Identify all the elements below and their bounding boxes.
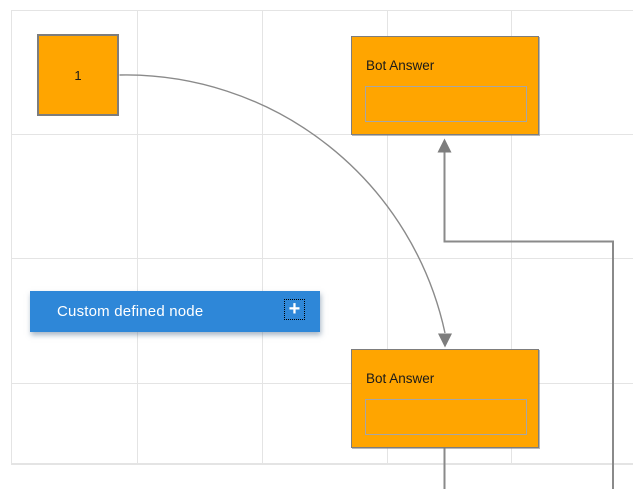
custom-node-label: Custom defined node bbox=[57, 303, 204, 320]
connector-curve-path[interactable] bbox=[119, 74, 446, 334]
node-title: Bot Answer bbox=[366, 371, 435, 386]
connector-elbow[interactable] bbox=[437, 138, 614, 489]
arrowhead-up-icon bbox=[437, 138, 452, 153]
plus-icon: + bbox=[288, 297, 301, 320]
node-bot-answer-top[interactable]: Bot Answer bbox=[351, 36, 539, 135]
custom-defined-node-button[interactable]: Custom defined node + bbox=[30, 291, 320, 332]
connector-elbow-path[interactable] bbox=[443, 152, 614, 489]
node-title: Bot Answer bbox=[366, 58, 435, 73]
answer-field[interactable] bbox=[365, 399, 527, 435]
connector-curve[interactable] bbox=[119, 74, 453, 348]
answer-field[interactable] bbox=[365, 86, 527, 122]
arrowhead-down-icon bbox=[438, 333, 452, 348]
add-node-button[interactable]: + bbox=[284, 299, 305, 320]
node-bot-answer-bottom[interactable]: Bot Answer bbox=[351, 349, 539, 448]
node-start-label: 1 bbox=[74, 67, 82, 83]
node-start[interactable]: 1 bbox=[37, 34, 119, 116]
grid-lines bbox=[11, 10, 633, 465]
